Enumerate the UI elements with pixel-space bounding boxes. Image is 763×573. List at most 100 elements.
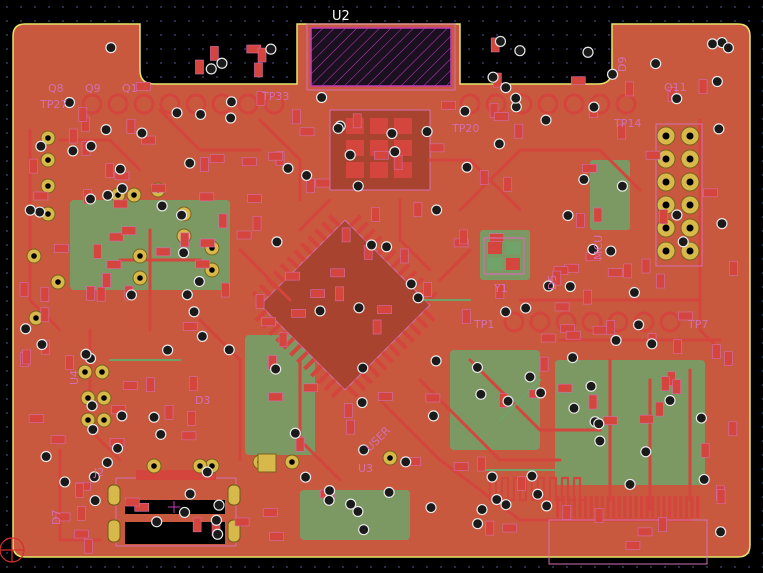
track: [468, 358, 602, 432]
smd-pad: [565, 330, 581, 340]
copper-tracks: [28, 108, 722, 542]
through-hole-drill: [45, 211, 51, 217]
via: [289, 427, 301, 439]
smd-pad: [374, 150, 389, 160]
mcu-pin: [272, 269, 286, 283]
chip-pad: [346, 162, 364, 178]
smd-pad: [479, 170, 489, 185]
via: [722, 42, 734, 54]
mcu-pin: [360, 371, 374, 385]
connector-pin: [589, 496, 593, 518]
mcu-pin: [395, 336, 408, 350]
mcu-pin: [415, 316, 429, 329]
smd-pad: [637, 527, 653, 537]
through-hole-drill: [85, 395, 91, 401]
test-point: [563, 93, 585, 115]
smd-pad: [495, 284, 505, 299]
via: [383, 486, 395, 499]
via: [624, 478, 636, 491]
smd-pad: [413, 202, 423, 217]
smd-pad: [371, 207, 380, 222]
smd-pad: [453, 462, 469, 471]
via: [711, 75, 723, 88]
smd-pad: [65, 355, 74, 370]
square-pad: [257, 453, 277, 473]
via: [356, 396, 368, 409]
via: [300, 169, 313, 182]
via: [171, 107, 183, 119]
smd-pad: [441, 100, 456, 110]
via: [425, 501, 437, 514]
smd-pad: [716, 489, 726, 504]
smd-pad: [195, 259, 210, 269]
smd-pad: [86, 286, 95, 301]
smd-pad: [539, 356, 549, 372]
through-hole-drill: [101, 417, 107, 423]
through-hole-drill: [137, 253, 143, 259]
smd-pad: [199, 192, 215, 202]
via: [116, 182, 128, 195]
via: [225, 96, 238, 108]
smd-pad: [220, 282, 230, 298]
smd-pad: [315, 178, 331, 188]
smd-pad: [607, 268, 623, 277]
via: [216, 57, 228, 69]
via: [358, 444, 370, 456]
connector-pin: [628, 496, 632, 518]
connector-pin: [640, 496, 644, 518]
via: [59, 476, 71, 488]
via: [323, 485, 336, 497]
via: [205, 63, 217, 75]
via: [606, 68, 619, 80]
smd-pad: [658, 517, 667, 532]
via: [151, 516, 163, 528]
mcu-pin: [300, 242, 314, 255]
label-u4: U4: [68, 370, 81, 385]
connector-pin: [668, 496, 672, 518]
label-tp1: TP1: [473, 318, 494, 331]
mcu-pin: [268, 323, 282, 336]
connector-pin: [656, 496, 660, 518]
bottom-connector-pads: [556, 496, 700, 518]
smd-pad: [729, 260, 738, 276]
smd-pad: [645, 150, 661, 160]
via: [105, 42, 117, 54]
smd-pad: [698, 79, 708, 94]
smd-pad: [303, 383, 318, 393]
connector-pin: [623, 496, 627, 518]
connector-pin: [696, 496, 700, 518]
smd-pad: [269, 532, 285, 541]
via: [225, 112, 237, 124]
via: [493, 138, 505, 150]
via: [24, 204, 36, 216]
label-d3: D3: [195, 394, 210, 407]
connector-pin: [634, 496, 638, 518]
smd-pad: [485, 520, 495, 536]
via: [299, 471, 312, 483]
via: [111, 442, 124, 454]
smd-pad: [625, 81, 634, 97]
smd-pad: [377, 305, 392, 314]
via: [715, 526, 727, 538]
smd-pad: [261, 317, 276, 327]
smd-pad: [200, 238, 215, 248]
via: [664, 394, 676, 407]
connector-pin: [651, 496, 655, 518]
smd-pad: [28, 414, 44, 423]
via: [430, 204, 443, 216]
smd-pad: [22, 349, 31, 365]
via: [471, 361, 484, 374]
header-drill: [686, 247, 694, 255]
via: [568, 402, 580, 414]
smd-pad: [655, 401, 664, 417]
chip-pad: [370, 118, 388, 134]
smd-pad: [724, 351, 733, 366]
through-hole-drill: [99, 369, 105, 375]
via: [155, 428, 167, 440]
via: [587, 243, 599, 255]
header-drill: [686, 201, 694, 209]
through-holes: [26, 130, 398, 474]
via: [459, 105, 471, 117]
